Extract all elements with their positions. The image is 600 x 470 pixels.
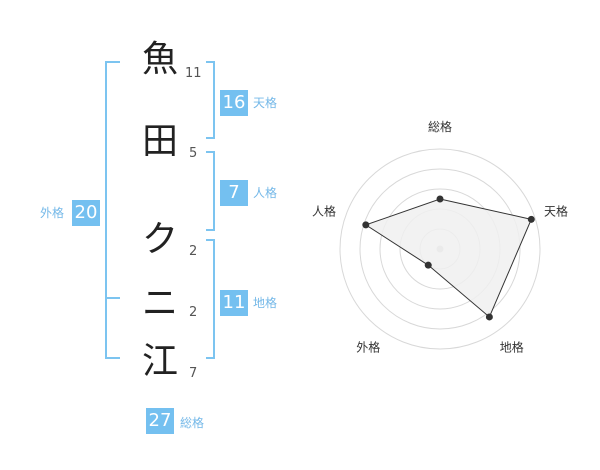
radar-grid-ring-5 [339, 148, 541, 350]
stroke-count-5: 7 [189, 366, 198, 381]
radar-value-polygon [364, 198, 532, 318]
name-char-3: ク [141, 219, 178, 260]
stroke-count-1: 11 [185, 66, 202, 81]
chikaku-value: 11 [220, 290, 248, 316]
stroke-count-2: 5 [189, 146, 198, 161]
radar-point-3 [485, 313, 493, 321]
tenkaku-bracket [206, 61, 215, 139]
radar-grid-ring-4 [359, 168, 521, 330]
gaikaku-bracket [105, 61, 120, 359]
chikaku-bracket [206, 239, 215, 359]
jinkaku-label: 人格 [253, 186, 278, 200]
radar-axis-label-1: 総格 [428, 119, 452, 134]
radar-point-5 [362, 221, 370, 229]
radar-axis-label-4: 外格 [356, 340, 380, 355]
radar-axis-label-2: 天格 [544, 203, 568, 218]
jinkaku-value: 7 [220, 180, 248, 206]
gaikaku-label: 外格 [40, 206, 65, 220]
radar-point-1 [436, 195, 444, 203]
name-char-4: ニ [141, 283, 178, 324]
radar-point-2 [527, 215, 535, 223]
soukaku-value: 27 [146, 408, 174, 434]
radar-axis-label-5: 人格 [312, 203, 336, 218]
tenkaku-label: 天格 [253, 96, 278, 110]
gaikaku-value: 20 [72, 200, 100, 226]
name-char-1: 魚 [141, 39, 178, 80]
name-char-5: 江 [141, 341, 178, 382]
radar-axis-label-3: 地格 [500, 340, 524, 355]
tenkaku-value: 16 [220, 90, 248, 116]
radar-point-4 [424, 261, 432, 269]
soukaku-label: 総格 [180, 416, 205, 430]
chikaku-label: 地格 [253, 296, 278, 310]
stroke-count-3: 2 [189, 244, 198, 259]
name-char-2: 田 [141, 121, 178, 162]
stroke-count-4: 2 [189, 305, 198, 320]
jinkaku-bracket [206, 151, 215, 231]
